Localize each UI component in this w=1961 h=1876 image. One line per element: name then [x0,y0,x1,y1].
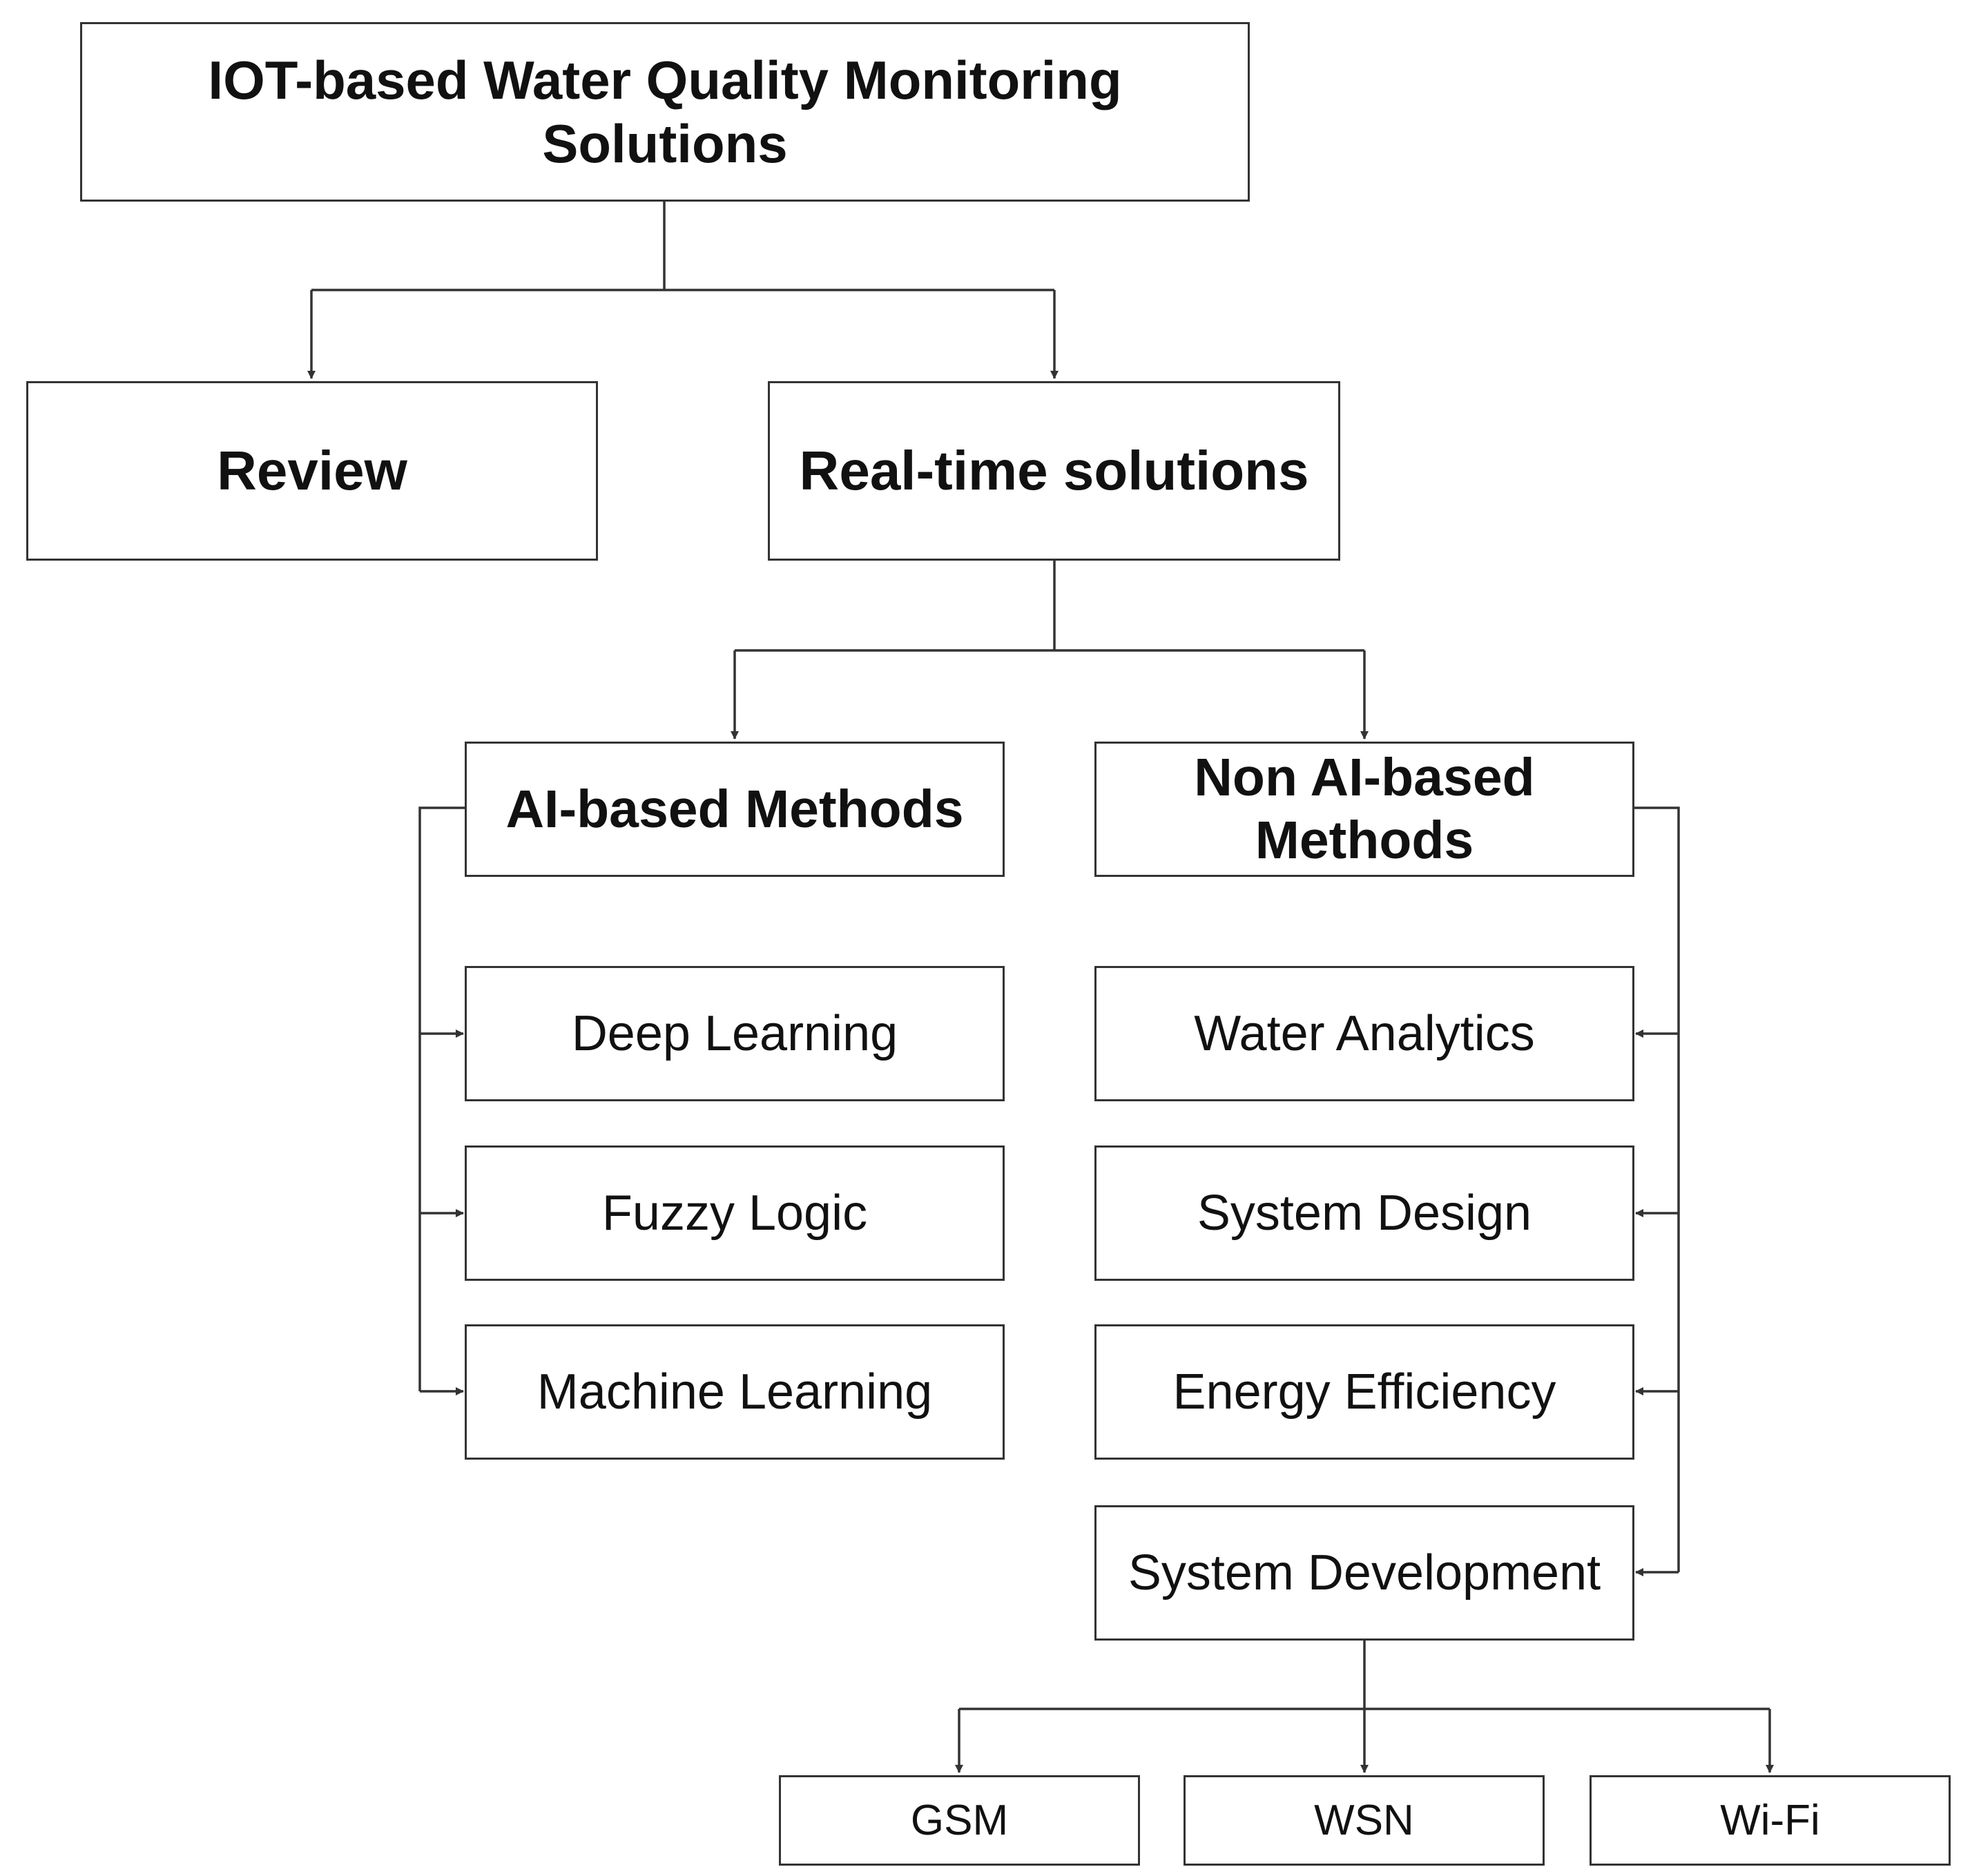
root-title-line1: IOT-based Water Quality Monitoring [208,49,1122,110]
non-ai-label-line2: Methods [1255,811,1474,870]
system-development-label: System Development [1128,1545,1601,1601]
realtime-solutions-label: Real-time solutions [799,439,1309,501]
review-node: Review [26,381,598,561]
machine-learning-label: Machine Learning [537,1364,933,1420]
system-development-node: System Development [1094,1505,1634,1641]
system-design-label: System Design [1197,1185,1532,1241]
system-design-node: System Design [1094,1145,1634,1281]
ai-based-methods-label: AI-based Methods [505,779,964,839]
ai-bracket [418,806,465,1391]
realtime-solutions-node: Real-time solutions [768,381,1340,561]
fuzzy-logic-label: Fuzzy Logic [601,1185,868,1241]
gsm-node: GSM [779,1775,1140,1866]
deep-learning-label: Deep Learning [571,1005,898,1061]
non-ai-bracket [1634,806,1680,1572]
water-analytics-label: Water Analytics [1194,1005,1535,1061]
ai-based-methods-node: AI-based Methods [465,742,1005,877]
review-label: Review [217,439,407,501]
wsn-label: WSN [1314,1796,1414,1844]
deep-learning-node: Deep Learning [465,966,1005,1101]
fuzzy-logic-node: Fuzzy Logic [465,1145,1005,1281]
energy-efficiency-label: Energy Efficiency [1172,1364,1556,1420]
machine-learning-node: Machine Learning [465,1324,1005,1460]
non-ai-label-line1: Non AI-based [1194,748,1535,808]
wsn-node: WSN [1184,1775,1545,1866]
non-ai-based-methods-node: Non AI-based Methods [1094,742,1634,877]
energy-efficiency-node: Energy Efficiency [1094,1324,1634,1460]
wifi-label: Wi-Fi [1720,1796,1820,1844]
wifi-node: Wi-Fi [1590,1775,1951,1866]
water-analytics-node: Water Analytics [1094,966,1634,1101]
root-title-line2: Solutions [542,113,788,174]
gsm-label: GSM [910,1796,1009,1844]
root-node: IOT-based Water Quality Monitoring Solut… [80,22,1250,202]
